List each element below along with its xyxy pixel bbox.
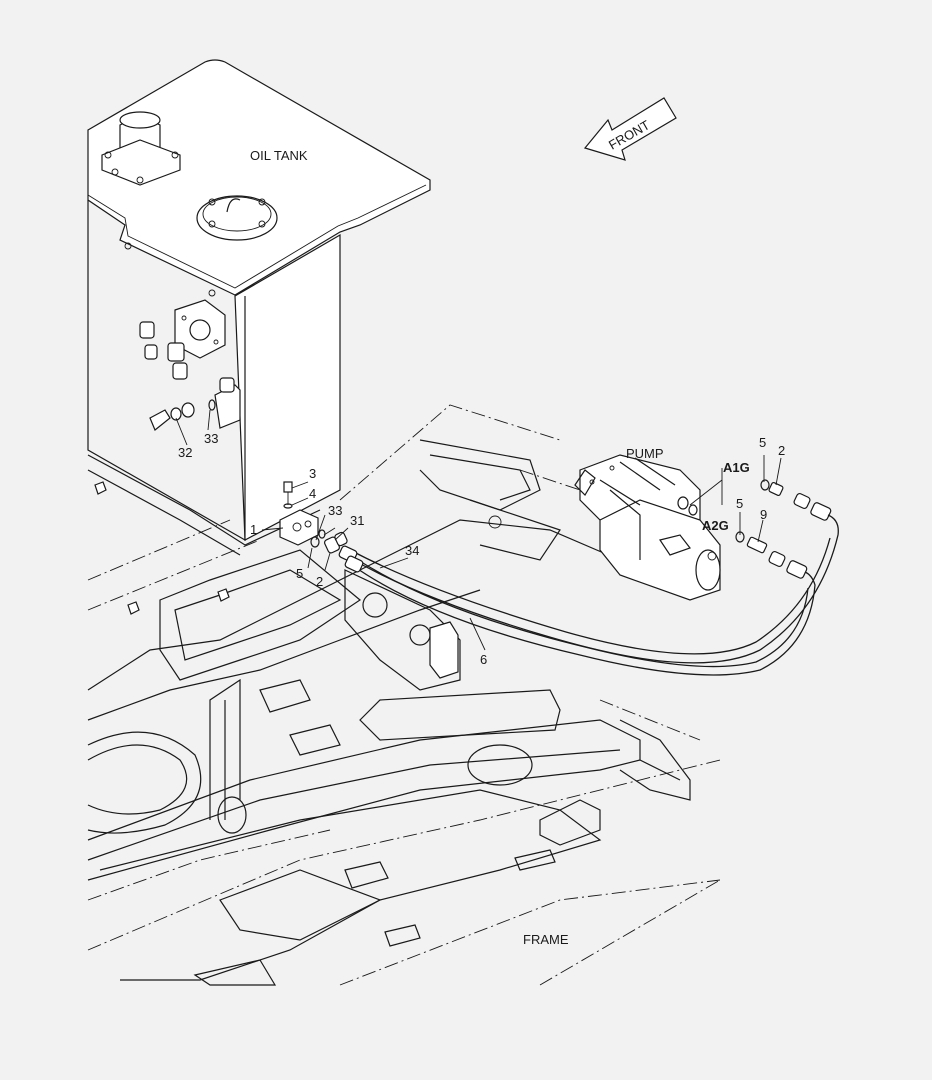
callout-3: 3 xyxy=(309,466,316,481)
frame-drawing xyxy=(87,404,721,986)
pump-fittings xyxy=(735,479,832,579)
leader-lines xyxy=(175,409,782,651)
frame-label: FRAME xyxy=(523,932,569,947)
callout-5-a2g: 5 xyxy=(736,496,743,511)
front-direction-arrow: FRONT xyxy=(583,97,677,161)
callout-32: 32 xyxy=(178,445,192,460)
callout-2-block: 2 xyxy=(316,574,323,589)
oil-tank-label: OIL TANK xyxy=(250,148,308,163)
callout-5-a1g: 5 xyxy=(759,435,766,450)
callout-31: 31 xyxy=(350,513,364,528)
part-callouts: 1 3 4 33 31 5 2 34 6 32 33 5 2 5 9 xyxy=(178,431,785,667)
callout-2-a1g: 2 xyxy=(778,443,785,458)
callout-34: 34 xyxy=(405,543,419,558)
port-a1g-label: A1G xyxy=(723,460,750,475)
text-labels: OIL TANK PUMP FRAME A1G A2G xyxy=(250,148,750,947)
callout-4: 4 xyxy=(309,486,316,501)
callout-33-side: 33 xyxy=(204,431,218,446)
callout-5-block: 5 xyxy=(296,566,303,581)
manifold-block xyxy=(279,481,348,554)
port-a2g-label: A2G xyxy=(702,518,729,533)
hoses xyxy=(338,514,839,676)
callout-6: 6 xyxy=(480,652,487,667)
pump-drawing xyxy=(574,454,721,601)
oil-tank-drawing xyxy=(87,59,431,556)
callout-1: 1 xyxy=(250,522,257,537)
callout-33-tank: 33 xyxy=(328,503,342,518)
pump-label: PUMP xyxy=(626,446,664,461)
callout-9: 9 xyxy=(760,507,767,522)
